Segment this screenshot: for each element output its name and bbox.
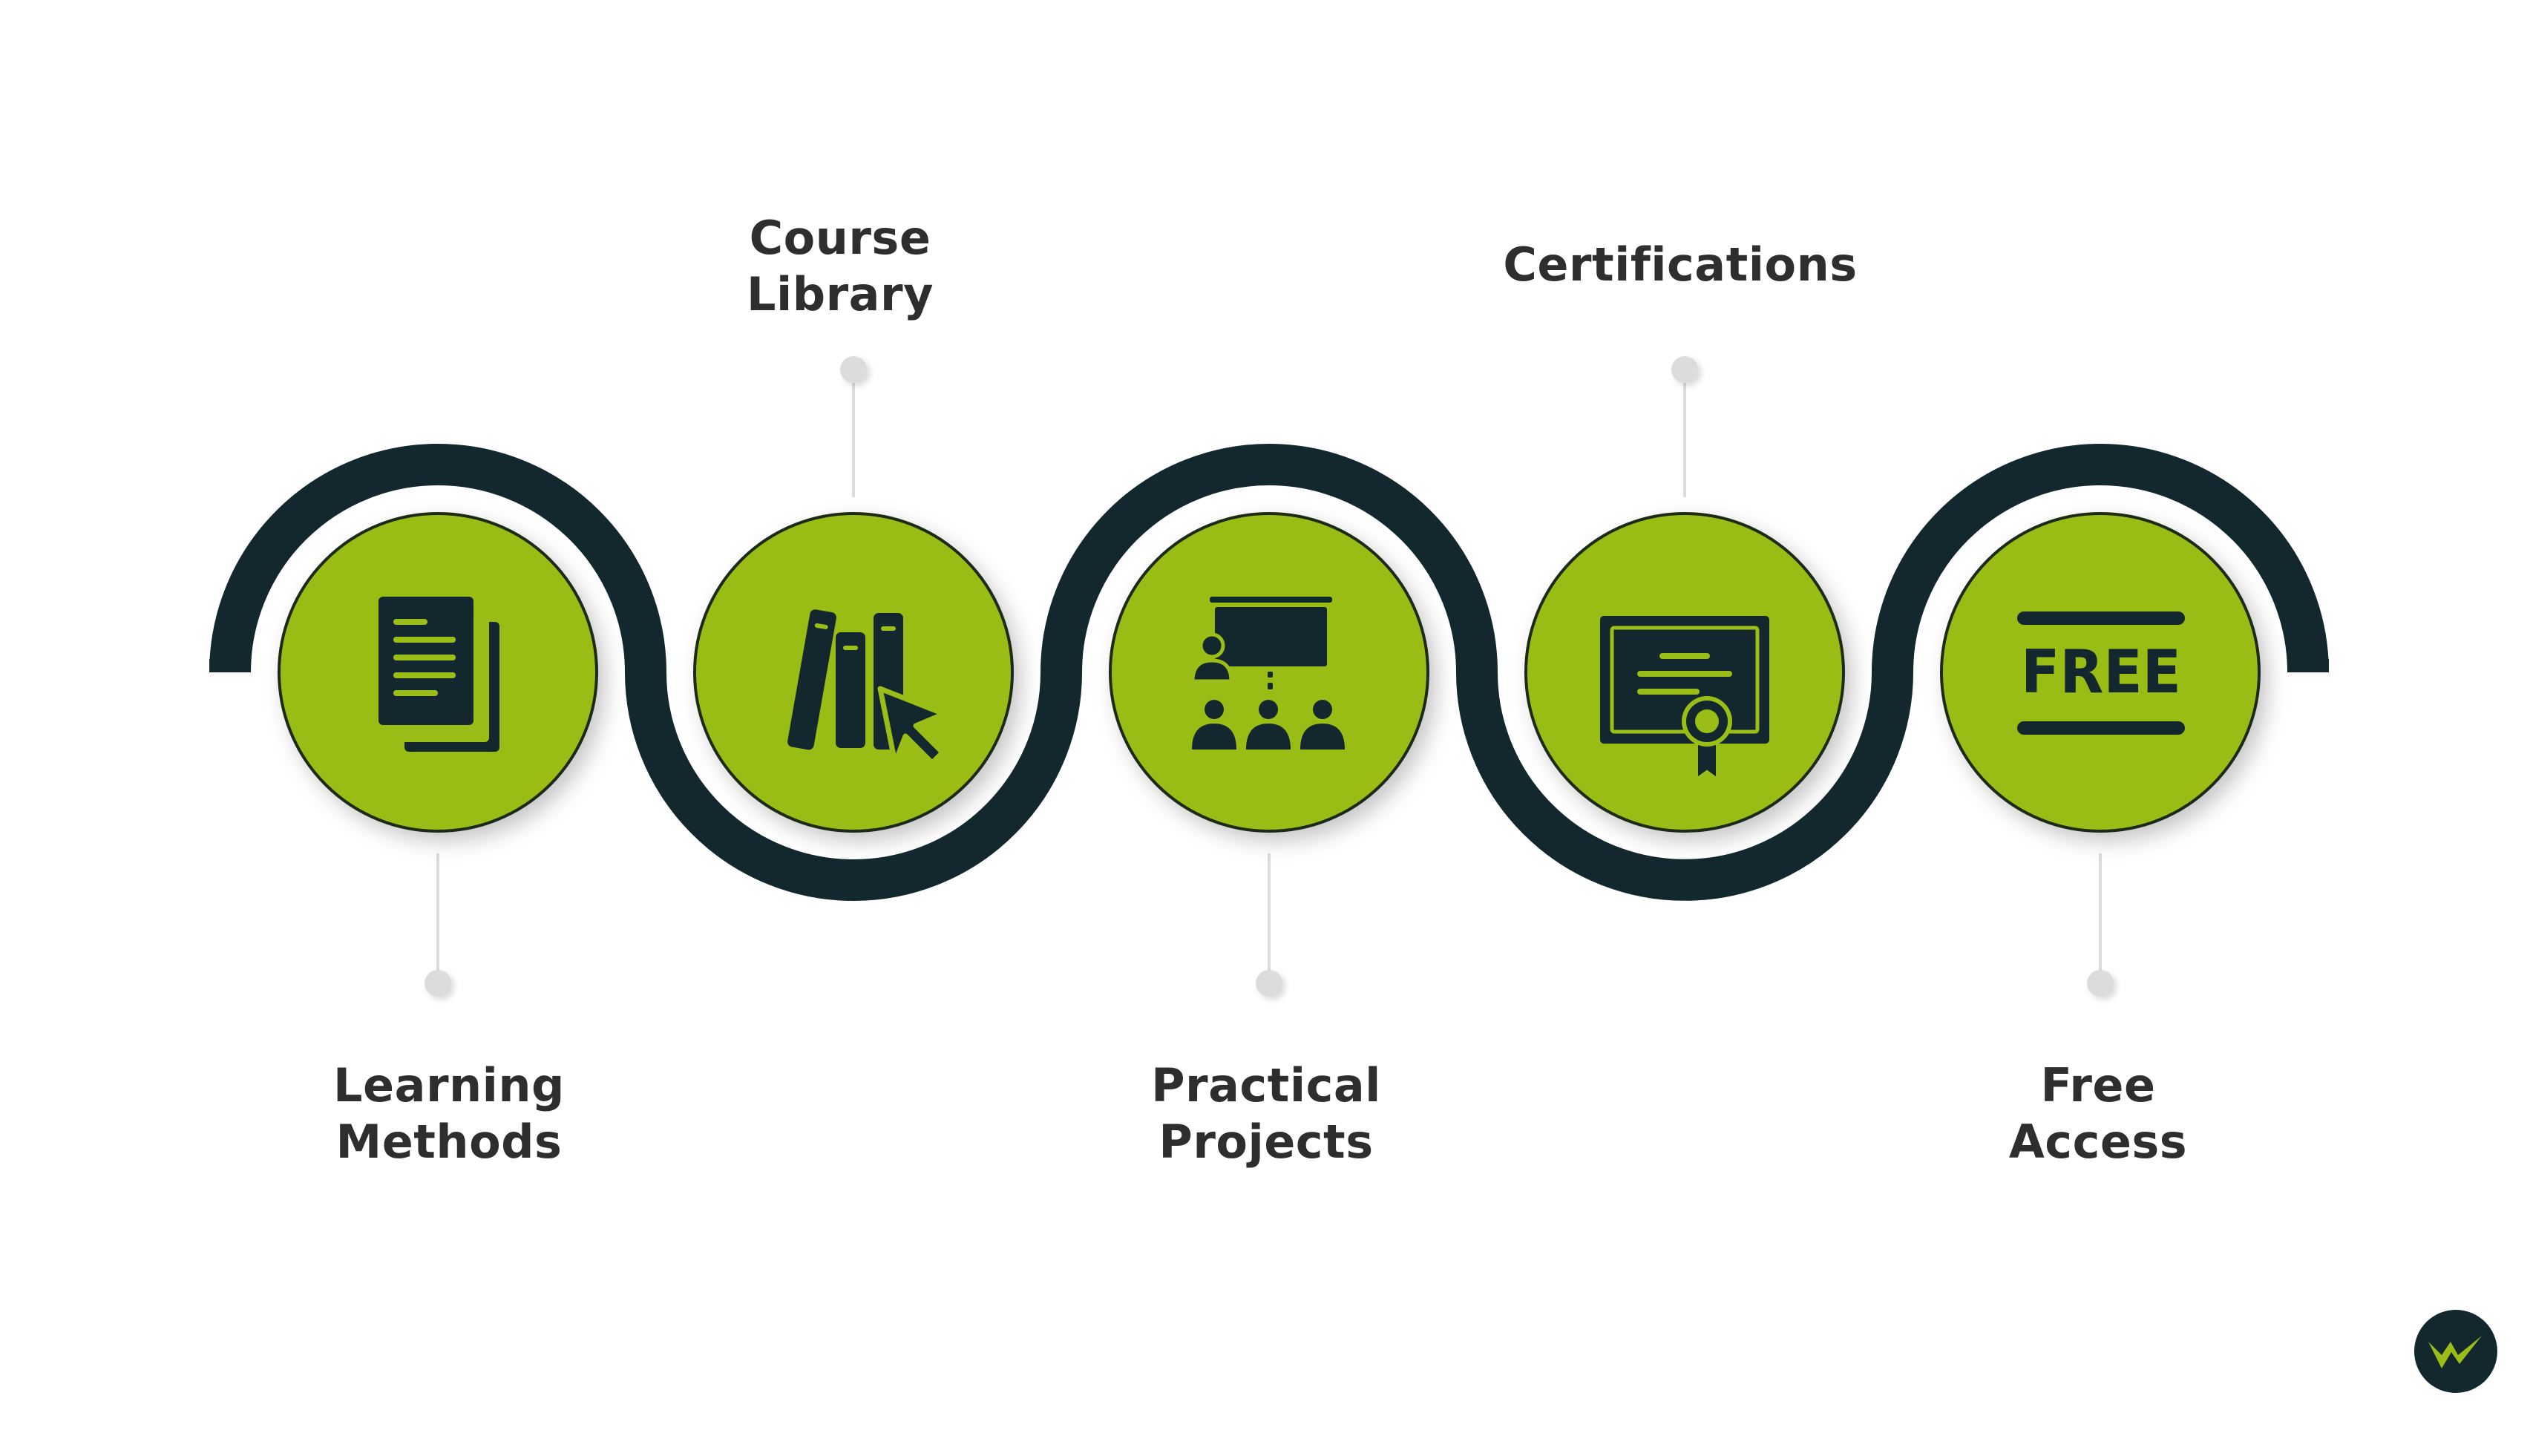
connectors [436,371,2102,980]
presentation-icon [1190,597,1345,750]
free-tag-icon: FREE [2017,611,2185,735]
step-label-course-library: Course Library [617,210,1063,323]
dot-free-access [2087,970,2114,997]
step-label-line1: Certifications [1503,237,1858,292]
certificate-icon [1600,616,1769,782]
step-label-line2: Library [746,267,934,321]
step-label-line1: Practical [1151,1058,1381,1112]
step-label-certifications: Certifications [1458,237,1903,293]
step-label-practical-projects: Practical Projects [1043,1057,1489,1170]
step-label-free-access: Free Access [1875,1057,2321,1170]
serpentine-band [209,444,2329,901]
free-icon-text: FREE [2021,637,2181,706]
step-label-line2: Access [2008,1115,2188,1169]
step-label-line1: Free [2040,1058,2156,1112]
dot-practical-projects [1256,970,1282,997]
documents-icon [378,597,499,752]
step-circle-free-access [1940,512,2261,833]
step-label-line2: Methods [335,1115,563,1169]
brand-logo-icon [2414,1310,2497,1393]
step-label-line1: Learning [333,1058,565,1112]
dot-course-library [840,356,867,383]
step-label-learning-methods: Learning Methods [226,1057,672,1170]
step-label-line2: Projects [1159,1115,1374,1169]
dot-learning-methods [425,970,451,997]
connector-dots [425,356,2114,997]
band-left-cap [209,659,251,672]
band-right-cap [2287,659,2329,672]
step-label-line1: Course [749,211,931,265]
books-cursor-icon [787,609,947,766]
dot-certifications [1671,356,1698,383]
